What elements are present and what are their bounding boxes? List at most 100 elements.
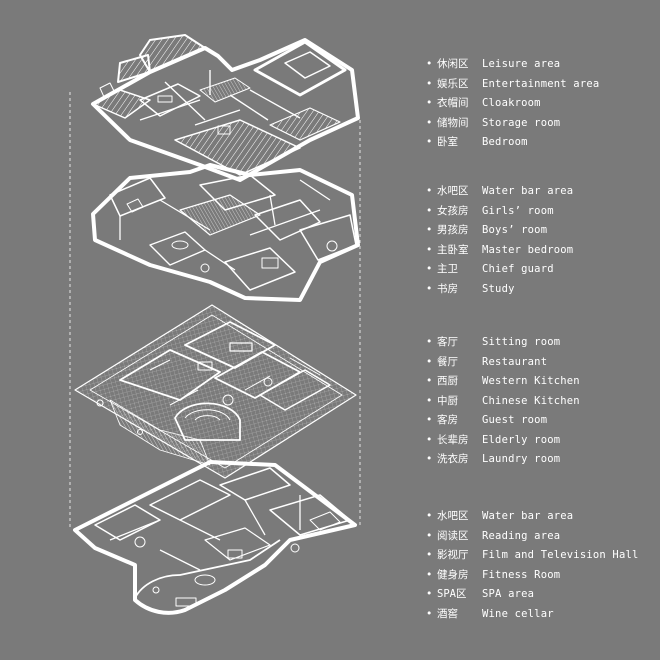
room-name-zh: 长辈房 [437, 433, 469, 446]
room-name-en: Elderly room [482, 433, 561, 446]
floor-plan-level-4 [73, 460, 357, 615]
bullet-icon: • [426, 355, 433, 368]
room-name-en: Restaurant [482, 355, 548, 368]
room-name-en: SPA area [482, 588, 535, 600]
legend-item: • 娱乐区 Entertainment area [426, 75, 599, 95]
room-name-en: Chief guard [482, 263, 554, 275]
legend-item: • 长辈房 Elderly room [426, 431, 580, 451]
legend-item: • 餐厅 Restaurant [426, 353, 580, 373]
room-name-en: Water bar area [482, 185, 574, 197]
room-name-zh: 女孩房 [437, 204, 469, 217]
room-name-en: Cloakroom [482, 97, 541, 109]
floor-plan-level-3 [74, 304, 357, 479]
room-name-en: Western Kitchen [482, 375, 580, 387]
room-name-zh: 休闲区 [437, 58, 469, 70]
bullet-icon: • [426, 607, 433, 620]
legend-item: • 主卫 Chief guard [426, 260, 573, 280]
legend-item: • 酒窖 Wine cellar [426, 605, 639, 625]
room-name-zh: 影视厅 [437, 549, 469, 561]
bullet-icon: • [426, 568, 433, 581]
bullet-icon: • [426, 394, 433, 407]
bullet-icon: • [426, 549, 433, 561]
legend-item: • 女孩房 Girls’ room [426, 202, 573, 222]
bullet-icon: • [426, 243, 433, 256]
legend-item: • 西厨 Western Kitchen [426, 372, 580, 392]
bullet-icon: • [426, 204, 433, 217]
legend-item: • 书房 Study [426, 280, 573, 300]
legend-item: • 储物间 Storage room [426, 114, 599, 134]
room-name-en: Film and Television Hall [482, 549, 639, 561]
legend-item: • 洗衣房 Laundry room [426, 450, 580, 470]
room-name-en: Girls’ room [482, 204, 554, 217]
room-name-en: Laundry room [482, 453, 561, 465]
legend-item: • 休闲区 Leisure area [426, 55, 599, 75]
room-name-en: Wine cellar [482, 607, 554, 620]
room-name-en: Study [482, 282, 515, 295]
room-name-en: Sitting room [482, 336, 561, 348]
room-name-zh: 主卫 [437, 263, 458, 275]
room-name-en: Boys’ room [482, 224, 548, 236]
room-name-zh: 主卧室 [437, 243, 469, 256]
legend-item: • 影视厅 Film and Television Hall [426, 546, 639, 566]
room-name-zh: 卧室 [437, 136, 458, 148]
bullet-icon: • [426, 185, 433, 197]
room-name-zh: 水吧区 [437, 185, 469, 197]
bullet-icon: • [426, 510, 433, 522]
room-name-zh: 中厨 [437, 394, 458, 407]
room-name-en: Master bedroom [482, 243, 574, 256]
room-name-zh: 洗衣房 [437, 453, 469, 465]
legend-item: • 水吧区 Water bar area [426, 182, 573, 202]
bullet-icon: • [426, 588, 433, 600]
room-name-en: Entertainment area [482, 77, 600, 90]
room-name-zh: 客房 [437, 414, 458, 426]
bullet-icon: • [426, 414, 433, 426]
bullet-icon: • [426, 375, 433, 387]
room-name-en: Storage room [482, 116, 561, 129]
bullet-icon: • [426, 282, 433, 295]
bullet-icon: • [426, 336, 433, 348]
room-name-zh: 水吧区 [437, 510, 469, 522]
legend-item: • 衣帽间 Cloakroom [426, 94, 599, 114]
room-name-zh: 储物间 [437, 116, 469, 129]
floor-plan-level-1 [91, 34, 360, 182]
room-name-zh: 书房 [437, 282, 458, 295]
legend-item: • 中厨 Chinese Kitchen [426, 392, 580, 412]
bullet-icon: • [426, 224, 433, 236]
bullet-icon: • [426, 116, 433, 129]
room-name-zh: 西厨 [437, 375, 458, 387]
bullet-icon: • [426, 97, 433, 109]
bullet-icon: • [426, 58, 433, 70]
legend-item: • SPA区 SPA area [426, 585, 639, 605]
room-name-zh: 酒窖 [437, 607, 458, 620]
floor-plan-level-2 [91, 163, 360, 302]
bullet-icon: • [426, 263, 433, 275]
room-name-en: Water bar area [482, 510, 574, 522]
bullet-icon: • [426, 136, 433, 148]
room-name-zh: 衣帽间 [437, 97, 469, 109]
bullet-icon: • [426, 77, 433, 90]
room-name-zh: 餐厅 [437, 355, 458, 368]
guide-lines [69, 92, 361, 530]
room-name-zh: SPA区 [437, 588, 467, 600]
bullet-icon: • [426, 453, 433, 465]
room-name-en: Chinese Kitchen [482, 394, 580, 407]
room-name-en: Reading area [482, 529, 561, 542]
bullet-icon: • [426, 529, 433, 542]
legend-item: • 水吧区 Water bar area [426, 507, 639, 527]
room-name-zh: 娱乐区 [437, 77, 469, 90]
room-name-en: Leisure area [482, 58, 561, 70]
legend-item: • 主卧室 Master bedroom [426, 241, 573, 261]
room-name-zh: 健身房 [437, 568, 469, 581]
bullet-icon: • [426, 433, 433, 446]
